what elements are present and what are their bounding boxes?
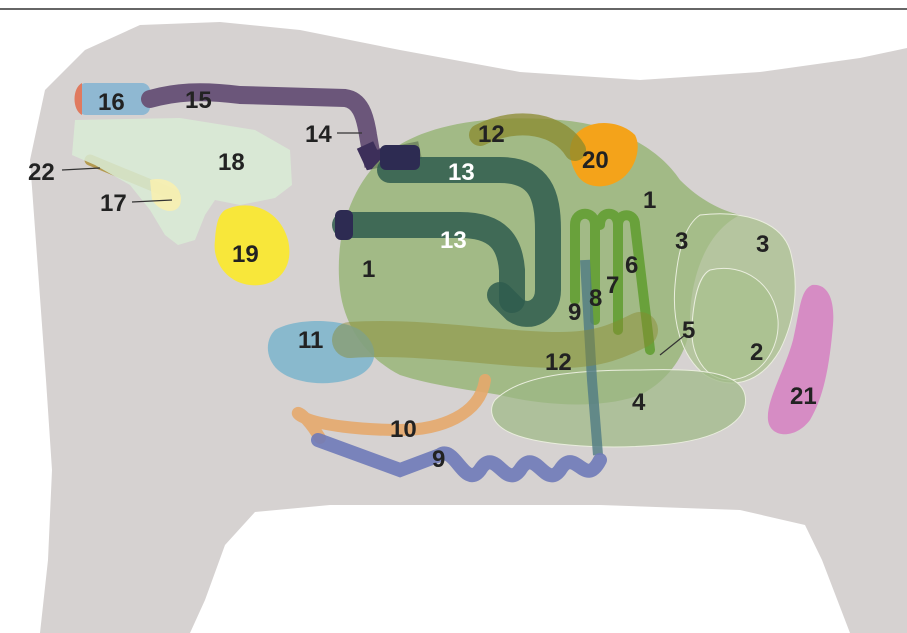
label-5: 5	[682, 317, 695, 344]
label-9-upper: 9	[568, 299, 581, 326]
pointer-5	[659, 334, 686, 356]
label-18: 18	[218, 149, 245, 176]
organ-19	[214, 205, 290, 286]
label-20: 20	[582, 147, 609, 174]
organ-13a	[377, 157, 561, 327]
label-2: 2	[750, 339, 763, 366]
label-13-top: 13	[448, 159, 475, 186]
organ-17	[150, 179, 181, 212]
label-6: 6	[625, 252, 638, 279]
label-3-right: 3	[756, 231, 769, 258]
label-22: 22	[28, 159, 55, 186]
label-7: 7	[606, 272, 619, 299]
organ-21	[767, 284, 834, 435]
organ-20	[569, 122, 638, 187]
organ-15	[141, 83, 414, 168]
organ-16-tip	[74, 83, 82, 115]
label-1-right: 1	[643, 187, 656, 214]
organ-9-intestine	[311, 433, 607, 483]
label-8: 8	[589, 285, 602, 312]
label-12-bottom: 12	[545, 349, 572, 376]
label-16: 16	[98, 89, 125, 116]
organ-4	[491, 369, 747, 448]
label-1-left: 1	[362, 256, 375, 283]
organ-9-vertical	[580, 259, 603, 456]
pointer-17	[131, 199, 173, 203]
organ-10	[291, 374, 491, 444]
label-4: 4	[632, 389, 646, 416]
organ-13b	[332, 212, 525, 313]
label-14: 14	[305, 121, 332, 148]
label-21: 21	[790, 383, 817, 410]
label-3-left: 3	[675, 228, 688, 255]
label-17: 17	[100, 190, 127, 217]
label-11: 11	[298, 327, 323, 354]
organ-16	[78, 83, 150, 115]
organ-14-end	[380, 145, 420, 170]
organ-11	[267, 321, 375, 384]
organ-12b	[332, 312, 658, 369]
label-15: 15	[185, 87, 212, 114]
pointer-22	[61, 167, 101, 171]
organ-6-7-8-coil	[570, 208, 655, 355]
organ-13-end	[335, 210, 353, 240]
label-13-bottom: 13	[440, 227, 467, 254]
label-19: 19	[232, 241, 259, 268]
label-9-lower: 9	[432, 446, 445, 473]
organ-2	[691, 268, 779, 381]
label-12-top: 12	[478, 121, 505, 148]
label-10: 10	[390, 416, 417, 443]
organ-12a	[469, 113, 586, 161]
organ-18	[72, 118, 292, 245]
